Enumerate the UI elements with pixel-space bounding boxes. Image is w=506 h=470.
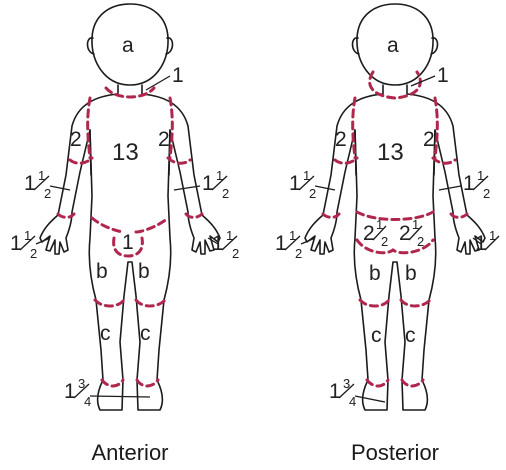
posterior-left-thigh-label: b — [405, 262, 417, 285]
posterior-head-label: a — [387, 34, 399, 57]
svg-text:1: 1 — [202, 172, 214, 195]
svg-text:2: 2 — [295, 246, 302, 261]
posterior-right-lower-leg-label: c — [371, 324, 382, 347]
svg-text:2: 2 — [30, 246, 37, 261]
anterior-right-upper-arm-label: 2 — [70, 128, 82, 151]
anterior-right-thigh-label: b — [96, 260, 108, 283]
svg-text:1: 1 — [24, 172, 36, 195]
posterior-left-upper-arm-label: 2 — [423, 128, 435, 151]
svg-text:2: 2 — [417, 234, 424, 249]
anterior-right-hand-label: 1 1 2 — [10, 228, 50, 261]
anterior-head-label: a — [122, 34, 134, 57]
anterior-left-upper-arm-label: 2 — [158, 128, 170, 151]
posterior-neck-label: 1 — [437, 64, 449, 87]
svg-text:1: 1 — [475, 232, 487, 255]
svg-text:2: 2 — [483, 186, 490, 201]
posterior-trunk-label: 13 — [377, 139, 404, 166]
svg-text:1: 1 — [329, 380, 341, 403]
posterior-right-upper-arm-label: 2 — [335, 128, 347, 151]
posterior-view: a 1 13 2 2 1 1 2 1 1 2 1 1 2 1 — [275, 4, 499, 465]
posterior-foot-label: 1 3 4 — [329, 376, 385, 409]
svg-text:1: 1 — [275, 232, 287, 255]
anterior-left-lower-leg-label: c — [140, 322, 151, 345]
anterior-genitalia-label: 1 — [122, 231, 134, 254]
anterior-neck-label: 1 — [172, 64, 184, 87]
svg-text:2: 2 — [232, 246, 239, 261]
posterior-right-hand-label: 1 1 2 — [275, 228, 315, 261]
svg-text:1: 1 — [212, 232, 224, 255]
posterior-neck-leader — [411, 76, 435, 86]
anterior-body-outline — [40, 4, 220, 410]
posterior-left-lower-leg-label: c — [405, 324, 416, 347]
posterior-left-buttock-label: 2 1 2 — [399, 217, 424, 249]
svg-text:2: 2 — [399, 222, 411, 245]
anterior-left-hand-label: 1 1 2 — [208, 228, 239, 261]
anterior-caption: Anterior — [91, 440, 168, 465]
svg-text:2: 2 — [381, 234, 388, 249]
svg-text:2: 2 — [309, 186, 316, 201]
svg-text:2: 2 — [363, 222, 375, 245]
svg-text:1: 1 — [289, 172, 301, 195]
svg-text:1: 1 — [463, 172, 475, 195]
posterior-region-boundaries — [323, 72, 467, 386]
posterior-body-outline — [305, 4, 485, 410]
posterior-right-lower-arm-label: 1 1 2 — [289, 168, 335, 201]
svg-text:1: 1 — [10, 232, 22, 255]
posterior-caption: Posterior — [351, 440, 439, 465]
anterior-right-lower-arm-label: 1 1 2 — [24, 168, 70, 201]
svg-text:2: 2 — [44, 186, 51, 201]
anterior-left-thigh-label: b — [138, 260, 150, 283]
svg-text:1: 1 — [64, 380, 76, 403]
posterior-right-thigh-label: b — [369, 262, 381, 285]
posterior-right-buttock-label: 2 1 2 — [363, 217, 388, 249]
svg-text:2: 2 — [222, 186, 229, 201]
anterior-trunk-label: 13 — [112, 139, 139, 166]
anterior-neck-leader — [146, 76, 170, 90]
posterior-left-hand-label: 1 1 — [473, 228, 499, 255]
anterior-view: a 1 13 2 2 1 1 2 1 1 2 1 1 2 — [10, 4, 239, 465]
anterior-right-lower-leg-label: c — [100, 322, 111, 345]
